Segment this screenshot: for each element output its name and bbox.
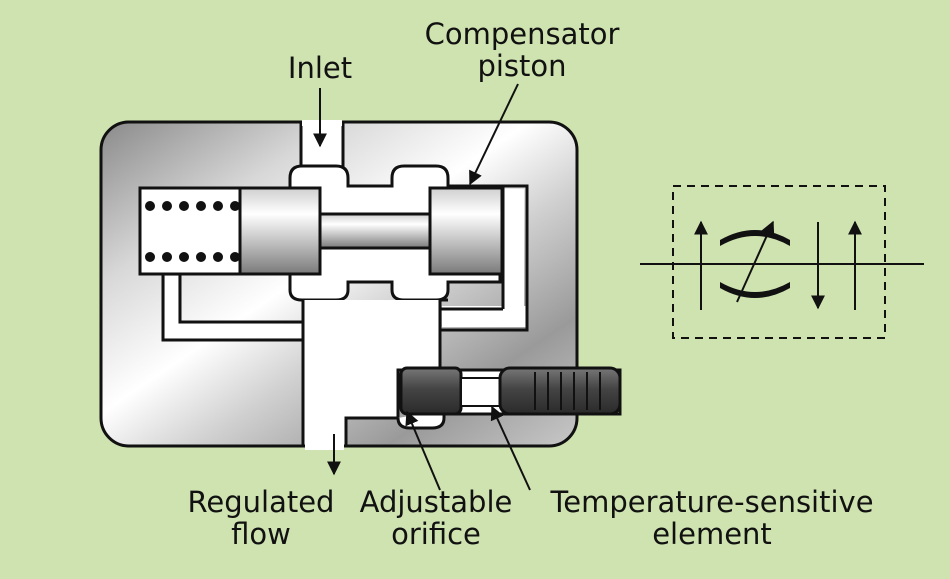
regulated-label-line1: Regulated [187, 485, 335, 519]
temperature-element-label: Temperature-sensitive element [532, 486, 892, 550]
adjustable-orifice-label: Adjustable orifice [352, 486, 520, 550]
symbol-orifice-upper [720, 230, 790, 246]
compensator-leader [469, 83, 519, 186]
spring-coils [145, 201, 240, 262]
regulated-label-line2: flow [231, 517, 291, 551]
left-piston-land [238, 186, 322, 276]
inlet-label-text: Inlet [287, 51, 353, 85]
feedback-channel [161, 274, 303, 342]
symbol-orifice-lower [720, 282, 790, 298]
compensator-piston [428, 186, 504, 276]
temperature-label-line1: Temperature-sensitive [550, 485, 874, 519]
symbol-adjust-arrow [736, 220, 775, 303]
orifice-leader [405, 410, 441, 491]
inlet-label: Inlet [268, 52, 372, 84]
temperature-label-line2: element [652, 517, 772, 551]
compensator-piston-label: Compensator piston [410, 18, 634, 82]
compensator-label-line1: Compensator [424, 17, 620, 51]
adjustable-label-line1: Adjustable [359, 485, 513, 519]
symbol-dashed-enclosure [672, 185, 886, 339]
spring-chamber [138, 186, 246, 276]
adjustable-label-line2: orifice [391, 517, 481, 551]
regulated-flow-label: Regulated flow [176, 486, 346, 550]
compensator-label-line2: piston [477, 49, 567, 83]
spool-stem [318, 212, 432, 250]
flow-control-symbol [640, 185, 924, 339]
temperature-leader [490, 405, 531, 491]
adjustable-orifice-plug [399, 366, 463, 416]
